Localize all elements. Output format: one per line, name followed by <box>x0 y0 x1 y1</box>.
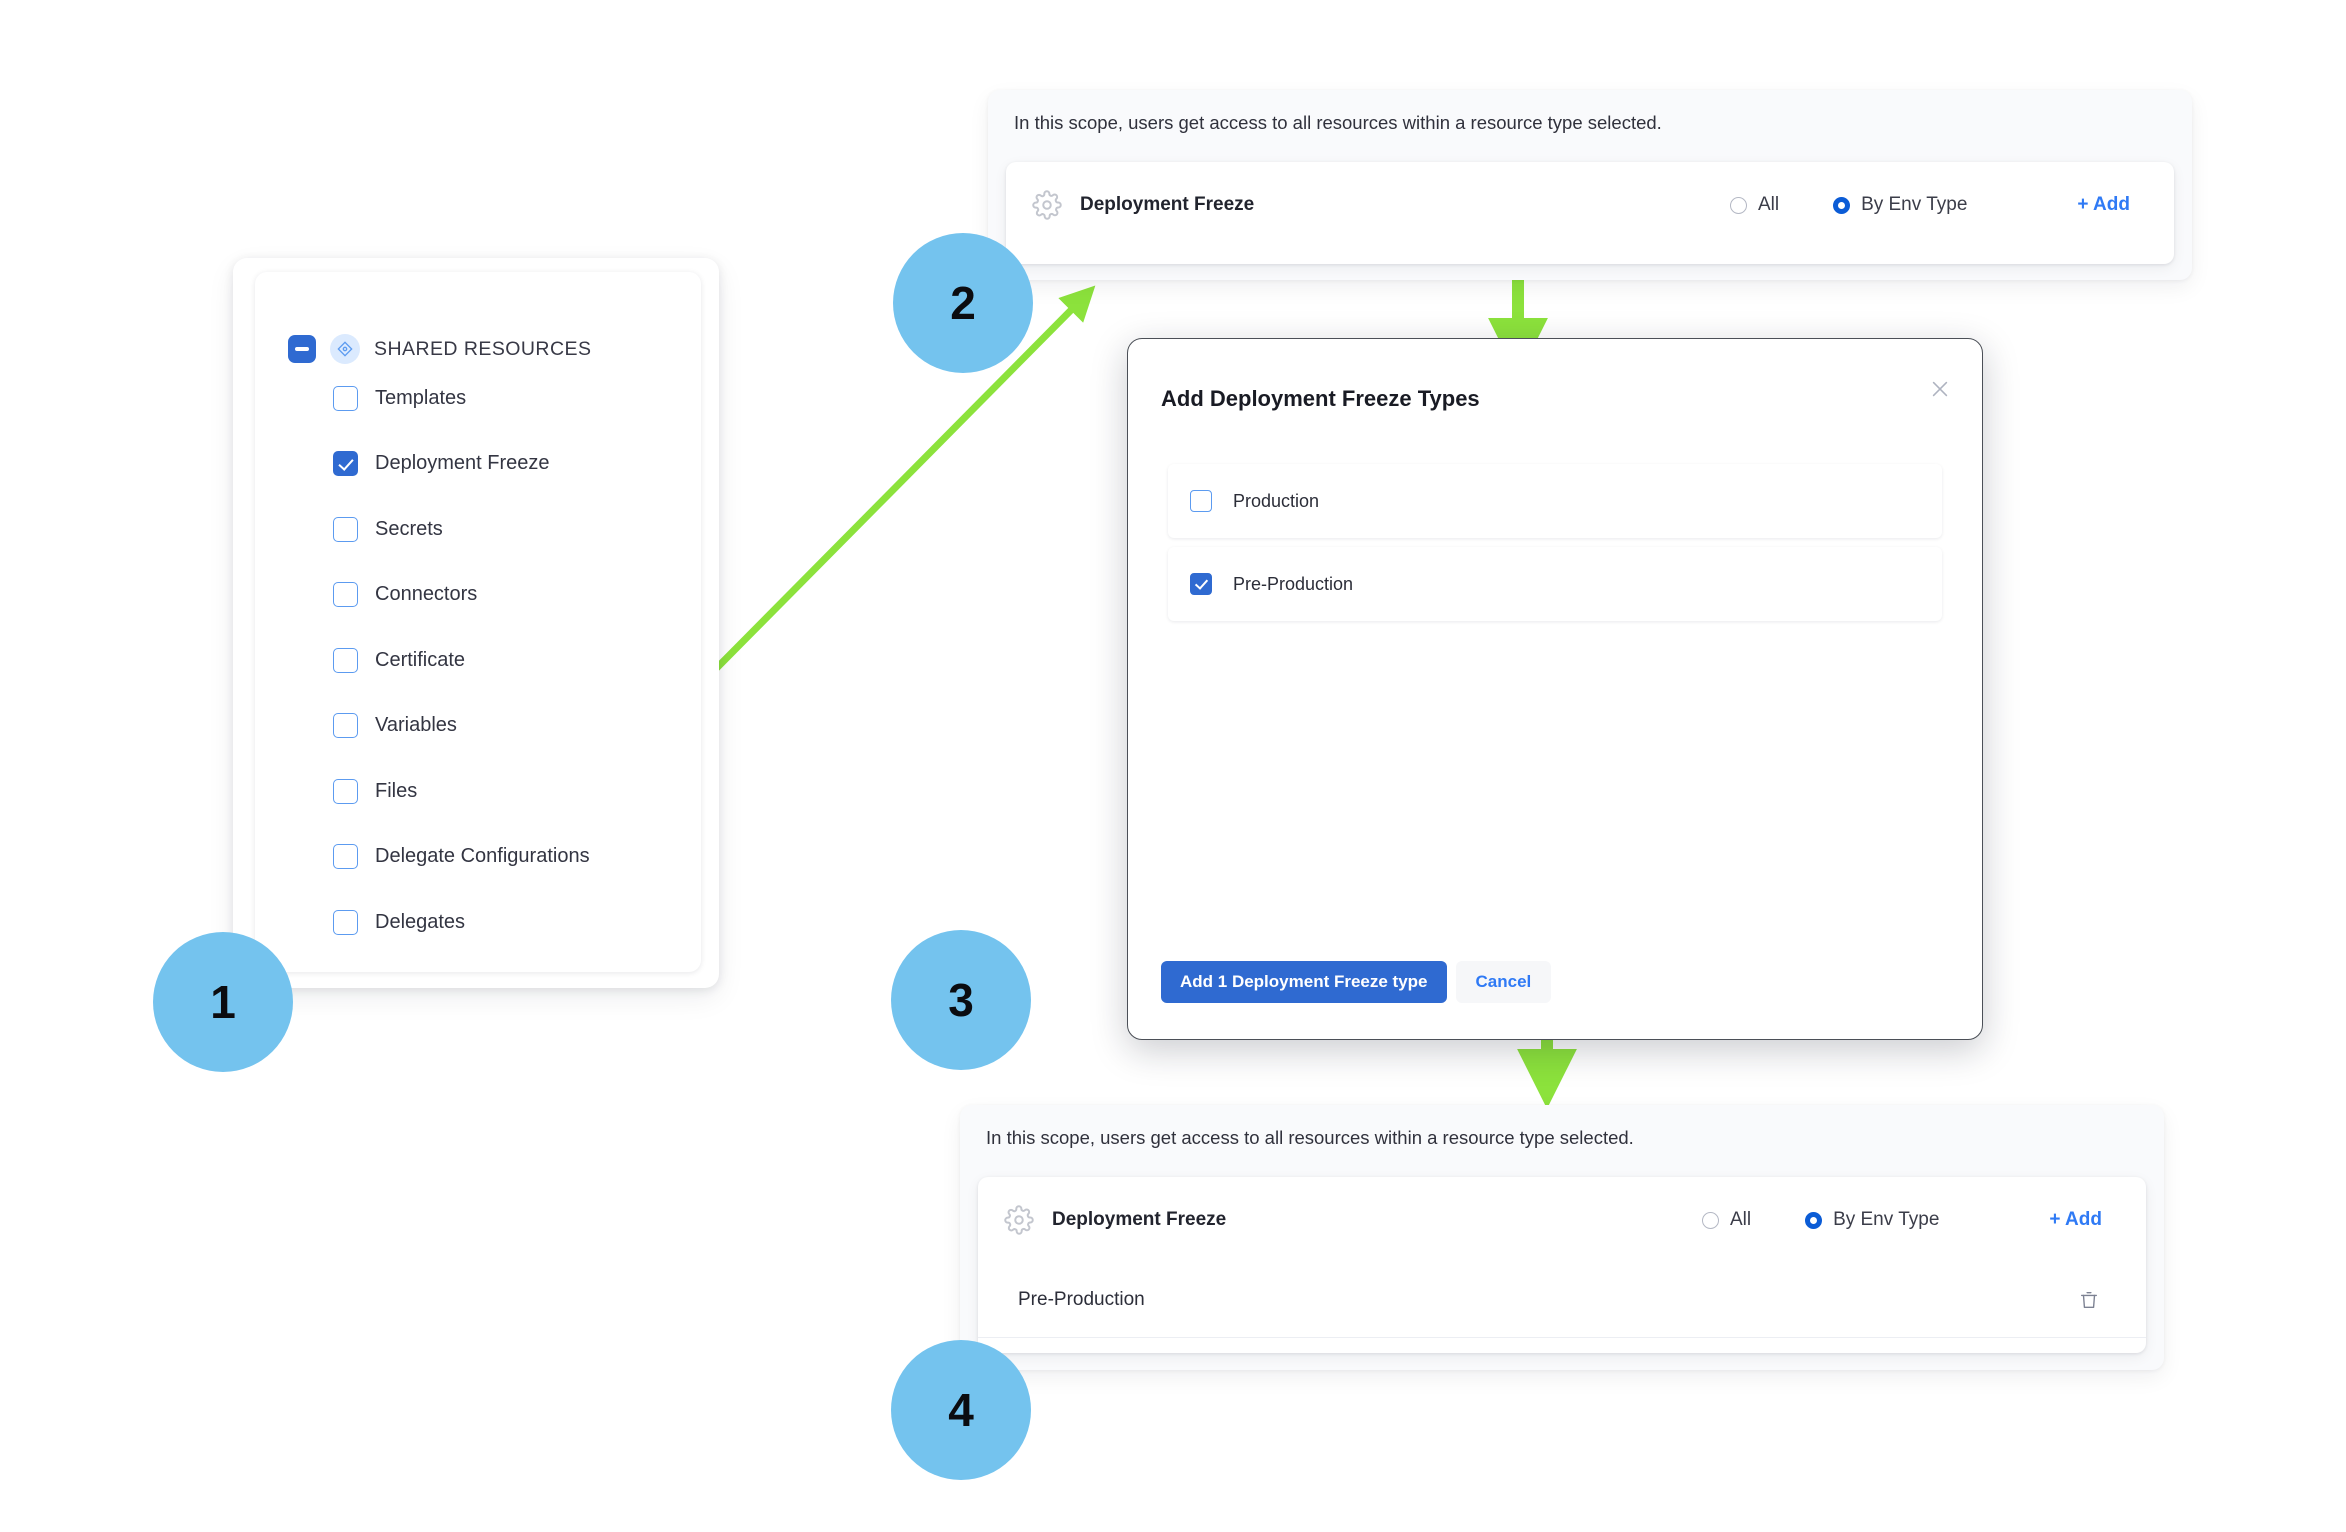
arrow-1-to-2 <box>684 285 1096 701</box>
trash-icon[interactable] <box>2076 1286 2102 1314</box>
list-item[interactable]: Deployment Freeze <box>255 446 701 482</box>
list-item-label: Pre-Production <box>1233 573 1354 594</box>
list-item[interactable]: Production <box>1168 464 1942 538</box>
minus-icon[interactable] <box>288 335 316 363</box>
step-badge-3: 3 <box>891 930 1031 1070</box>
radio-option-by-env-type[interactable]: By Env Type <box>1833 194 1967 216</box>
list-item-label: Delegate Configurations <box>375 845 590 867</box>
checkbox-connectors[interactable] <box>333 582 358 607</box>
radio-option-all[interactable]: All <box>1729 194 1780 216</box>
radio-icon[interactable] <box>1805 1211 1823 1229</box>
radio-option-by-env-type[interactable]: By Env Type <box>1805 1209 1939 1231</box>
freeze-type-options: Production Pre-Production <box>1168 464 1942 630</box>
shared-resources-list: Templates Deployment Freeze Secrets Conn… <box>255 380 701 970</box>
diamond-icon <box>330 334 360 364</box>
resource-type-row: Deployment Freeze All By Env Type + Add <box>1006 162 2174 248</box>
list-item[interactable]: Delegates <box>255 904 701 940</box>
list-item-label: Variables <box>375 714 457 736</box>
checkbox-certificate[interactable] <box>333 647 358 673</box>
shared-resources-header[interactable]: SHARED RESOURCES <box>288 334 591 364</box>
checkbox-production[interactable] <box>1190 490 1212 512</box>
scope-note: In this scope, users get access to all r… <box>986 1127 1634 1148</box>
list-item-label: Certificate <box>375 648 466 671</box>
step-badge-4: 4 <box>891 1340 1031 1480</box>
list-item[interactable]: Templates <box>255 380 701 416</box>
gear-icon <box>1030 188 1064 222</box>
selected-env-type-label: Pre-Production <box>1018 1289 1145 1310</box>
checkbox-files[interactable] <box>333 778 358 804</box>
cancel-button[interactable]: Cancel <box>1455 961 1552 1003</box>
add-freeze-type-button[interactable]: Add 1 Deployment Freeze type <box>1161 961 1447 1003</box>
list-item[interactable]: Variables <box>255 708 701 744</box>
resource-scope-controls: All By Env Type + Add <box>1701 1209 2146 1231</box>
radio-icon[interactable] <box>1833 196 1851 214</box>
list-item-label: Production <box>1233 490 1320 511</box>
checkbox-delegates[interactable] <box>333 909 358 935</box>
resource-scope-controls: All By Env Type + Add <box>1729 194 2174 216</box>
resource-type-card: Deployment Freeze All By Env Type + Add <box>978 1177 2146 1353</box>
list-item[interactable]: Certificate <box>255 642 701 678</box>
list-item[interactable]: Connectors <box>255 577 701 613</box>
list-item[interactable]: Secrets <box>255 511 701 547</box>
scope-note: In this scope, users get access to all r… <box>1014 112 1662 133</box>
modal-footer: Add 1 Deployment Freeze type Cancel <box>1161 961 1552 1003</box>
resource-type-card: Deployment Freeze All By Env Type + Add <box>1006 162 2174 264</box>
resource-type-title: Deployment Freeze <box>1080 194 1255 215</box>
step-badge-2: 2 <box>893 233 1033 373</box>
add-button[interactable]: + Add <box>2077 194 2130 215</box>
list-item-label: Files <box>375 779 418 802</box>
list-item-label: Connectors <box>375 583 478 605</box>
list-item[interactable]: Delegate Configurations <box>255 839 701 875</box>
checkbox-pre-production[interactable] <box>1190 573 1212 595</box>
radio-label: All <box>1757 194 1780 215</box>
radio-icon[interactable] <box>1729 196 1747 214</box>
resource-type-row: Deployment Freeze All By Env Type + Add <box>978 1177 2146 1263</box>
list-item-label: Secrets <box>375 517 443 540</box>
gear-icon <box>1002 1203 1036 1237</box>
radio-icon[interactable] <box>1701 1211 1719 1229</box>
shared-resources-title: SHARED RESOURCES <box>374 337 592 360</box>
checkbox-templates[interactable] <box>333 385 358 411</box>
scope-panel-after: In this scope, users get access to all r… <box>960 1105 2164 1370</box>
list-item-label: Deployment Freeze <box>375 452 550 474</box>
radio-label: All <box>1729 1209 1752 1230</box>
checkbox-delegate-configurations[interactable] <box>333 844 358 869</box>
list-item-label: Templates <box>375 386 467 409</box>
table-row: Pre-Production <box>978 1263 2146 1338</box>
list-item-label: Delegates <box>375 910 466 933</box>
list-item[interactable]: Pre-Production <box>1168 547 1942 621</box>
radio-label: By Env Type <box>1861 194 1968 215</box>
add-button[interactable]: + Add <box>2049 1209 2102 1230</box>
step-badge-1: 1 <box>153 932 293 1072</box>
list-item[interactable]: Files <box>255 773 701 809</box>
resource-type-title: Deployment Freeze <box>1052 1209 1227 1230</box>
close-icon[interactable] <box>1926 375 1954 403</box>
shared-resources-card: SHARED RESOURCES Templates Deployment Fr… <box>255 272 701 972</box>
checkbox-secrets[interactable] <box>333 516 358 542</box>
checkbox-variables[interactable] <box>333 713 358 738</box>
add-deployment-freeze-types-modal: Add Deployment Freeze Types Production P… <box>1127 338 1983 1040</box>
radio-option-all[interactable]: All <box>1701 1209 1752 1231</box>
checkbox-deployment-freeze[interactable] <box>333 451 358 476</box>
modal-title: Add Deployment Freeze Types <box>1161 386 1480 411</box>
scope-panel-before: In this scope, users get access to all r… <box>988 90 2192 280</box>
radio-label: By Env Type <box>1833 1209 1940 1230</box>
